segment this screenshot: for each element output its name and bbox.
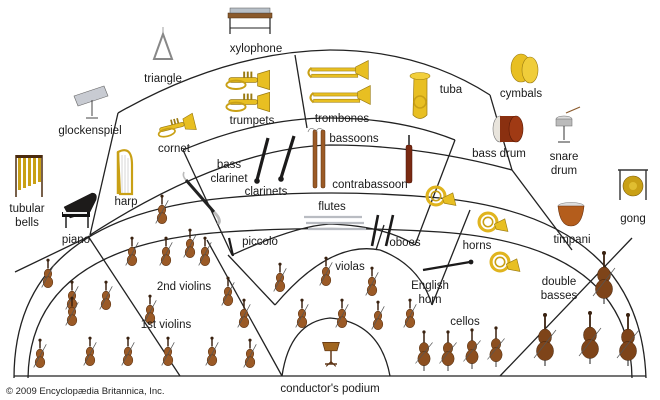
cellos-label: cellos	[450, 316, 480, 328]
contrabassoon-icon	[405, 135, 413, 184]
harp-label: harp	[114, 196, 137, 208]
gong-label: gong	[620, 213, 646, 225]
bass-clarinet-icon	[182, 171, 221, 226]
bass-drum-label: bass drum	[472, 148, 526, 160]
clarinets-label: clarinets	[245, 186, 288, 198]
snare-drum-label-2: drum	[551, 165, 577, 177]
bass-clarinet-label-2: clarinet	[210, 173, 248, 185]
copyright-notice: © 2009 Encyclopædia Britannica, Inc.	[6, 386, 165, 397]
music-stand-icon	[321, 341, 341, 368]
tubular-bells-label-1: tubular	[9, 203, 44, 215]
bassoons-label: bassoons	[329, 133, 378, 145]
harp-icon	[116, 149, 134, 196]
piccolo-label: piccolo	[242, 236, 278, 248]
violas-label: violas	[335, 261, 365, 273]
flutes-label: flutes	[318, 201, 346, 213]
xylophone-label: xylophone	[230, 43, 282, 55]
tuba-icon	[409, 72, 431, 119]
trombones-label: trombones	[315, 113, 370, 125]
snare-drum-icon	[555, 106, 581, 143]
xylophone-icon	[227, 7, 273, 34]
clarinet-icon	[254, 135, 296, 184]
conductors-podium-label: conductor's podium	[280, 383, 379, 395]
cymbals-icon	[510, 53, 539, 84]
double-bass-icon	[533, 250, 640, 367]
bass-drum-icon	[492, 115, 524, 143]
violin-icon	[32, 257, 258, 369]
timpani-icon	[557, 202, 585, 227]
glockenspiel-label: glockenspiel	[58, 125, 121, 137]
french-horn-icon	[425, 185, 522, 274]
snare-drum-label-1: snare	[550, 151, 579, 163]
first-violins-label: 1st violins	[141, 319, 192, 331]
tubular-bells-label-2: bells	[15, 217, 39, 229]
horns-label: horns	[463, 240, 492, 252]
cornet-label: cornet	[158, 143, 191, 155]
english-horn-label-2: horn	[418, 294, 441, 306]
oboes-label: oboes	[389, 237, 421, 249]
trumpet-icon	[225, 69, 271, 113]
english-horn-label-1: English	[411, 280, 449, 292]
second-violins-icons	[124, 193, 252, 329]
tubular-bells-icon	[15, 155, 43, 197]
double-basses-label-2: basses	[541, 290, 578, 302]
piccolo-icon	[227, 237, 235, 257]
bassoon-icon	[307, 128, 326, 189]
english-horn-icon	[422, 259, 474, 272]
tuba-label: tuba	[440, 84, 463, 96]
contrabassoon-label: contrabassoon	[332, 179, 407, 191]
trombone-icon	[307, 59, 372, 106]
bass-clarinet-label-1: bass	[217, 159, 242, 171]
cello-icon	[414, 325, 506, 372]
gong-icon	[618, 169, 648, 200]
glockenspiel-icon	[73, 85, 109, 119]
cornet-icon	[154, 112, 198, 140]
triangle-label: triangle	[144, 73, 182, 85]
second-violins-label: 2nd violins	[157, 281, 212, 293]
flute-icon	[304, 215, 366, 231]
piano-icon	[62, 192, 97, 228]
timpani-label: timpani	[553, 234, 590, 246]
oboe-icon	[370, 214, 395, 247]
piano-label: piano	[62, 234, 90, 246]
trumpets-label: trumpets	[230, 115, 275, 127]
triangle-icon	[152, 27, 174, 60]
cymbals-label: cymbals	[500, 88, 542, 100]
double-basses-label-1: double	[542, 276, 577, 288]
